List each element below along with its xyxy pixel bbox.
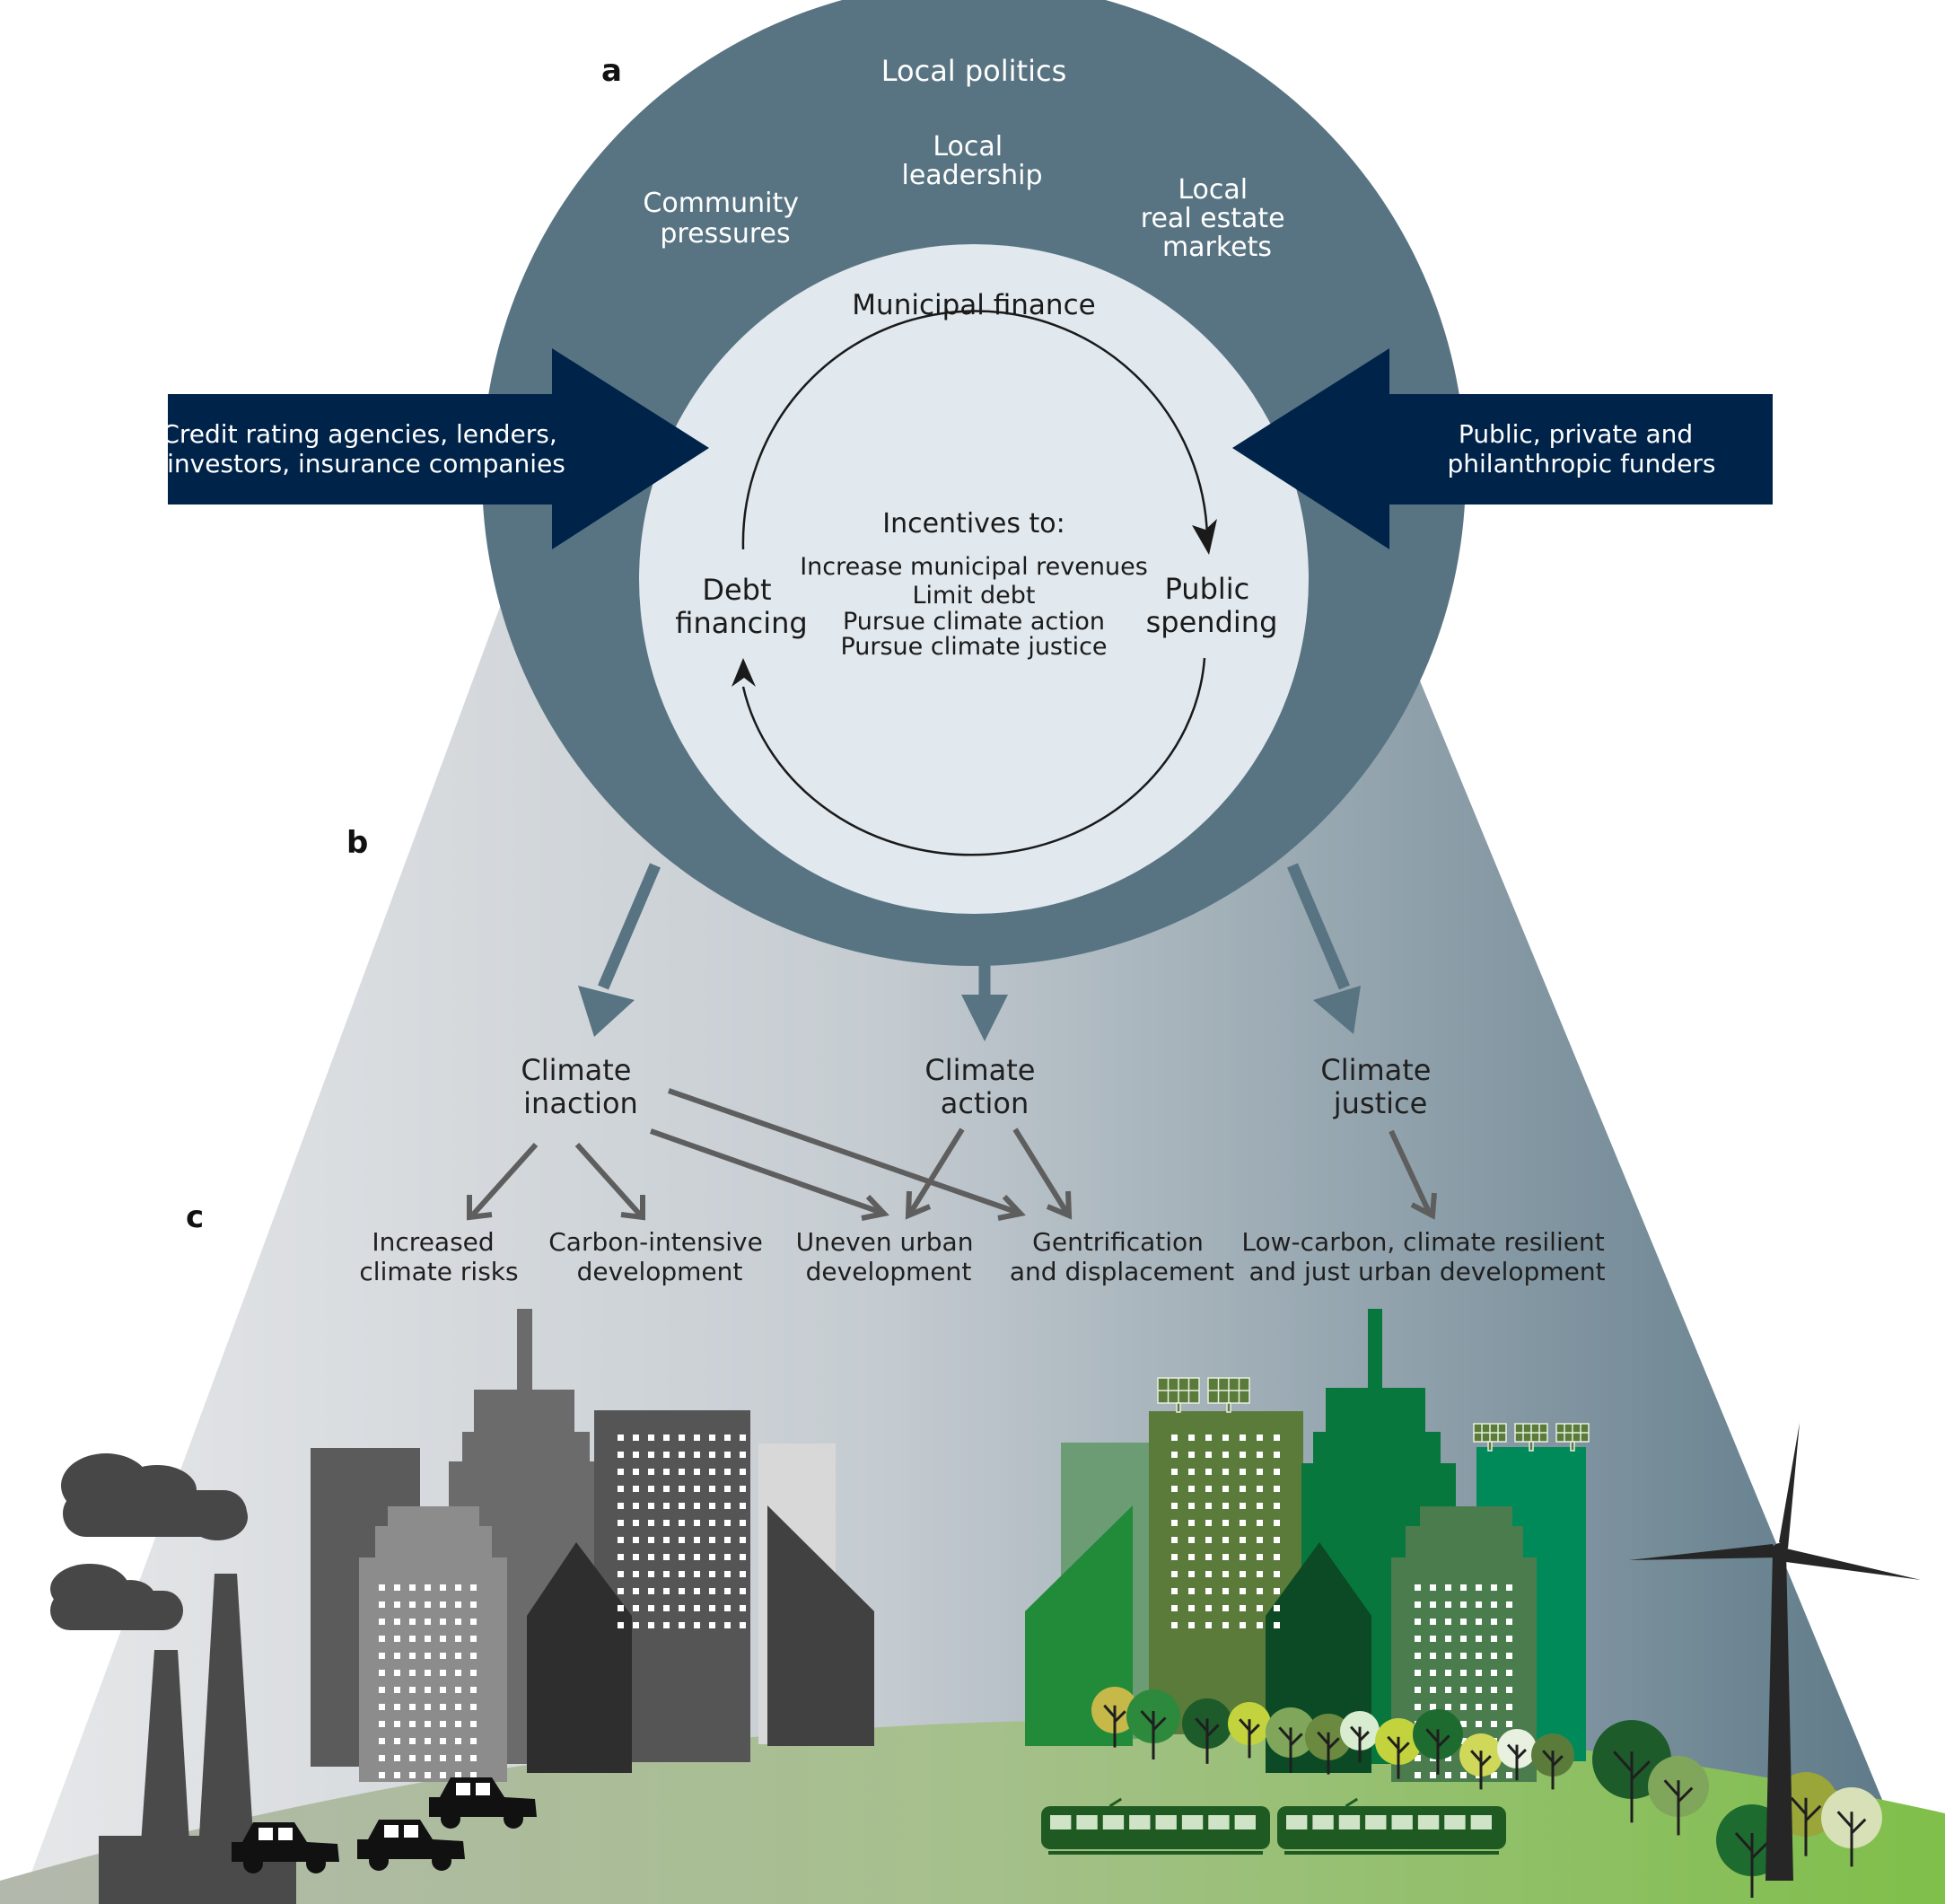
incentive-item: Pursue climate action <box>843 608 1105 636</box>
incentives-heading: Incentives to: <box>882 508 1065 540</box>
incentive-item: Increase municipal revenues <box>800 553 1148 581</box>
left-funding-arrow <box>168 348 709 549</box>
consequence-gentrification: Gentrification and displacement <box>1010 1227 1234 1286</box>
debt-financing-node: Debt financing <box>675 573 807 640</box>
panel-label-a: a <box>601 53 622 89</box>
local-real-estate-label: Local real estate markets <box>1141 174 1293 263</box>
panel-label-b: b <box>346 825 368 861</box>
right-arrow-label: Public, private and philanthropic funder… <box>1447 419 1715 478</box>
municipal-finance-title: Municipal finance <box>852 289 1095 321</box>
left-arrow-label: Credit rating agencies, lenders, investo… <box>162 419 565 478</box>
panel-label-c: c <box>186 1199 204 1235</box>
community-pressures-label: Community pressures <box>643 188 807 250</box>
incentive-item: Limit debt <box>913 582 1036 610</box>
consequence-carbon-intensive: Carbon-intensive development <box>548 1227 771 1286</box>
local-leadership-label: Local leadership <box>901 131 1042 191</box>
consequence-low-carbon: Low-carbon, climate resilient and just u… <box>1241 1227 1612 1286</box>
consequence-uneven-urban: Uneven urban development <box>796 1227 982 1286</box>
public-spending-node: Public spending <box>1146 572 1278 639</box>
municipal-finance-circle <box>639 244 1309 914</box>
outcome-flow-arrows <box>578 863 1361 1041</box>
outcome-climate-action: Climate action <box>924 1053 1044 1120</box>
tram-icon <box>1041 1797 1506 1855</box>
incentive-item: Pursue climate justice <box>840 633 1107 661</box>
cycle-arrow-top <box>741 310 1209 550</box>
consequence-increased-climate-risks: Increased climate risks <box>359 1227 518 1286</box>
cycle-arrow-top-head <box>1192 519 1217 555</box>
wind-turbine-icon <box>1629 1423 1921 1881</box>
grey-city <box>311 1309 874 1782</box>
cycle-arrow-bottom <box>741 657 1206 856</box>
cycle-arrow-bottom-head <box>732 658 756 687</box>
incentives-list: Increase municipal revenues Limit debt P… <box>800 553 1148 661</box>
outcome-climate-inaction: Climate inaction <box>521 1053 640 1120</box>
smoke-cloud-icon <box>50 1453 248 1630</box>
outcome-climate-justice: Climate justice <box>1320 1053 1440 1120</box>
right-funding-arrow <box>1232 348 1773 549</box>
car-icon <box>232 1777 537 1873</box>
solar-panel-icon <box>1157 1377 1590 1452</box>
consequence-arrows <box>467 1088 1437 1221</box>
local-politics-title: Local politics <box>881 54 1066 88</box>
